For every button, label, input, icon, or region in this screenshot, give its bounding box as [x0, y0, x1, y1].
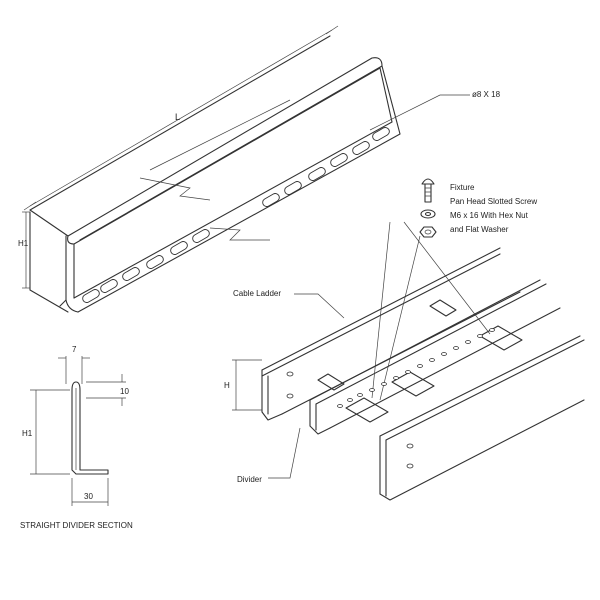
slot-size-label: ø8 X 18 [472, 90, 501, 99]
cable-ladder-label: Cable Ladder [233, 289, 281, 298]
fixture-line4: and Flat Washer [450, 225, 509, 234]
section-lip-label: 10 [120, 387, 129, 396]
divider-perspective-view [29, 35, 401, 313]
length-label: L [175, 112, 180, 122]
slot-callout-leader [369, 94, 470, 131]
fixture-leader-2 [403, 221, 491, 335]
cable-ladder-leader [294, 293, 345, 319]
fixture-title: Fixture [450, 183, 475, 192]
divider-label: Divider [237, 475, 262, 484]
fixture-line3: M6 x 16 With Hex Nut [450, 211, 529, 220]
divider-slots [82, 127, 390, 303]
h1-main-dimension [22, 211, 30, 289]
fixture-hardware [419, 178, 437, 238]
fixture-leader-3 [379, 235, 421, 401]
section-base-label: 30 [84, 492, 93, 501]
divider-section-profile [30, 356, 126, 506]
length-dimension [23, 25, 339, 211]
h-label: H [224, 381, 230, 390]
divider-leader [268, 427, 301, 479]
section-width-label: 7 [72, 345, 77, 354]
h-dimension [232, 359, 262, 411]
h1-main-label: H1 [18, 239, 29, 248]
fixture-line2: Pan Head Slotted Screw [450, 197, 537, 206]
cable-ladder-assembly [261, 247, 585, 501]
rung-holes [337, 328, 495, 408]
section-h1-label: H1 [22, 429, 33, 438]
fixture-leader-1 [371, 221, 391, 399]
section-title: STRAIGHT DIVIDER SECTION [20, 521, 133, 530]
